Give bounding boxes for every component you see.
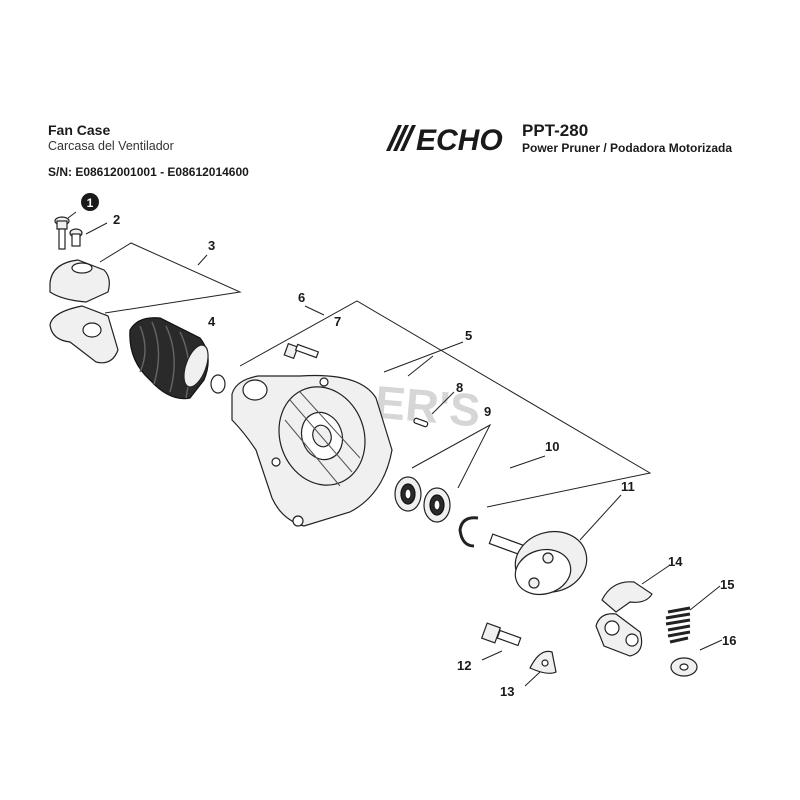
part-spring-15 bbox=[665, 606, 691, 644]
part-bolt-12 bbox=[480, 622, 522, 647]
callout-9: 9 bbox=[484, 404, 491, 419]
part-clamp-3 bbox=[49, 259, 119, 364]
callout-8: 8 bbox=[456, 380, 463, 395]
callout-13: 13 bbox=[500, 684, 514, 699]
page-title: Fan Case bbox=[48, 122, 111, 138]
callout-12: 12 bbox=[457, 658, 471, 673]
callout-16: 16 bbox=[722, 633, 736, 648]
bracket-6-lines bbox=[239, 300, 652, 508]
callout-2: 2 bbox=[113, 212, 120, 227]
part-boot-4 bbox=[129, 317, 209, 400]
part-snap-ring-10 bbox=[458, 516, 479, 548]
callout-6: 6 bbox=[298, 290, 305, 305]
part-ring bbox=[210, 374, 226, 394]
callout-14: 14 bbox=[668, 554, 683, 569]
callout-3: 3 bbox=[208, 238, 215, 253]
part-bolt-1 bbox=[54, 216, 70, 250]
callout-10: 10 bbox=[545, 439, 559, 454]
part-small-bolt-2 bbox=[69, 228, 83, 247]
model-number: PPT-280 bbox=[522, 121, 589, 140]
svg-text:1: 1 bbox=[87, 196, 94, 210]
part-fan-case bbox=[231, 374, 393, 527]
bracket-3-lines bbox=[99, 242, 242, 314]
part-clutch-drum-11 bbox=[488, 530, 588, 596]
part-screw-7 bbox=[283, 342, 320, 360]
page-subtitle: Carcasa del Ventilador bbox=[48, 139, 174, 153]
part-bearings-9 bbox=[394, 476, 451, 523]
callout-4: 4 bbox=[208, 314, 216, 329]
part-pin-8 bbox=[413, 417, 429, 428]
echo-logo: ECHO bbox=[386, 124, 503, 155]
part-washer-16 bbox=[670, 657, 698, 677]
callout-11: 11 bbox=[621, 479, 635, 494]
callout-15: 15 bbox=[720, 577, 734, 592]
callout-1: 1 bbox=[81, 193, 99, 211]
svg-text:ECHO: ECHO bbox=[416, 124, 503, 155]
serial-number-range: S/N: E08612001001 - E08612014600 bbox=[48, 165, 249, 179]
part-plate-13 bbox=[529, 650, 557, 674]
part-clutch-14 bbox=[595, 581, 653, 657]
callout-5: 5 bbox=[465, 328, 472, 343]
callout-7: 7 bbox=[334, 314, 341, 329]
model-description: Power Pruner / Podadora Motorizada bbox=[522, 141, 733, 155]
logo-speed-stripes bbox=[386, 125, 416, 151]
